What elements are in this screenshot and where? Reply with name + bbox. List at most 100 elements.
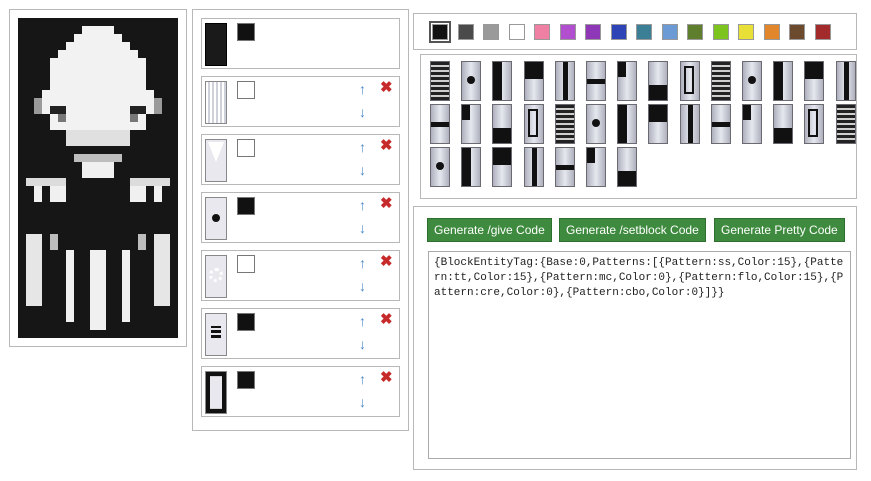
arrow-down-icon[interactable]: ↓ — [359, 220, 366, 236]
pattern-mark — [711, 62, 730, 100]
pattern-tile[interactable] — [835, 104, 856, 144]
pattern-mark — [836, 105, 855, 143]
pattern-tile[interactable] — [742, 61, 762, 101]
color-swatch[interactable] — [429, 21, 451, 43]
pattern-tile[interactable] — [554, 147, 575, 187]
pattern-tile[interactable] — [804, 104, 825, 144]
pattern-tile[interactable] — [554, 104, 575, 144]
pattern-tile[interactable] — [742, 104, 762, 144]
generate-setblock-button[interactable]: Generate /setblock Code — [559, 218, 706, 242]
remove-icon[interactable]: ✖ — [380, 79, 393, 96]
pattern-tile[interactable] — [523, 104, 544, 144]
arrow-down-icon[interactable]: ↓ — [359, 394, 366, 410]
color-swatch[interactable] — [483, 24, 499, 40]
color-swatch[interactable] — [712, 24, 729, 40]
color-swatch[interactable] — [661, 24, 678, 40]
pattern-tile[interactable] — [523, 147, 544, 187]
pattern-tile[interactable] — [617, 147, 638, 187]
pattern-tile[interactable] — [554, 61, 575, 101]
arrow-down-icon[interactable]: ↓ — [359, 104, 366, 120]
pattern-tile[interactable] — [773, 61, 794, 101]
layer-color-swatch[interactable] — [237, 139, 255, 157]
arrow-down-icon[interactable]: ↓ — [359, 336, 366, 352]
pattern-tile[interactable] — [492, 61, 513, 101]
remove-icon[interactable]: ✖ — [380, 311, 393, 328]
pattern-tile[interactable] — [648, 61, 669, 101]
layer-row[interactable]: ↑ ↓ ✖ — [201, 192, 400, 243]
pattern-tile[interactable] — [430, 61, 450, 101]
layer-color-swatch[interactable] — [237, 23, 255, 41]
pattern-tile[interactable] — [710, 104, 731, 144]
pattern-tile[interactable] — [617, 104, 638, 144]
generate-pretty-button[interactable]: Generate Pretty Code — [714, 218, 845, 242]
pattern-mark — [555, 105, 574, 143]
pattern-tile[interactable] — [430, 147, 450, 187]
pattern-tile[interactable] — [586, 147, 606, 187]
arrow-up-icon[interactable]: ↑ — [359, 313, 366, 329]
color-swatch[interactable] — [789, 24, 805, 40]
pattern-tile[interactable] — [679, 104, 700, 144]
pattern-tile[interactable] — [648, 104, 669, 144]
color-swatch[interactable] — [636, 24, 652, 40]
color-swatch[interactable] — [738, 24, 754, 40]
arrow-up-icon[interactable]: ↑ — [359, 197, 366, 213]
code-output-textarea[interactable]: {BlockEntityTag:{Base:0,Patterns:[{Patte… — [428, 251, 851, 459]
remove-icon[interactable]: ✖ — [380, 195, 393, 212]
arrow-up-icon[interactable]: ↑ — [359, 81, 366, 97]
layer-color-swatch[interactable] — [237, 371, 255, 389]
layer-color-swatch[interactable] — [237, 255, 255, 273]
color-swatch[interactable] — [610, 24, 627, 40]
pattern-mark — [711, 122, 730, 127]
pattern-mark — [743, 105, 752, 121]
color-swatch[interactable] — [814, 24, 831, 40]
layer-thumbnail — [205, 255, 227, 298]
remove-icon[interactable]: ✖ — [380, 253, 393, 270]
pattern-tile[interactable] — [773, 104, 794, 144]
pattern-mark — [618, 62, 627, 78]
layer-color-swatch[interactable] — [237, 313, 255, 331]
layer-row[interactable]: ↑ ↓ ✖ — [201, 308, 400, 359]
remove-icon[interactable]: ✖ — [380, 369, 393, 386]
layer-row[interactable]: ↑ ↓ ✖ — [201, 76, 400, 127]
pattern-tile[interactable] — [586, 104, 606, 144]
pattern-tile[interactable] — [835, 61, 856, 101]
color-swatch[interactable] — [508, 24, 525, 40]
layer-color-swatch[interactable] — [237, 81, 255, 99]
pattern-tile[interactable] — [617, 61, 638, 101]
pattern-tile[interactable] — [523, 61, 544, 101]
pattern-mark — [467, 76, 476, 84]
pattern-tile[interactable] — [492, 147, 513, 187]
pattern-tile[interactable] — [586, 61, 606, 101]
color-swatch[interactable] — [559, 24, 576, 40]
pattern-mark — [493, 148, 512, 166]
color-swatch[interactable] — [534, 24, 550, 40]
arrow-up-icon[interactable]: ↑ — [359, 139, 366, 155]
layer-row[interactable]: ↑ ↓ ✖ — [201, 250, 400, 301]
pattern-mark — [527, 109, 538, 137]
remove-icon[interactable]: ✖ — [380, 137, 393, 154]
pattern-tile[interactable] — [804, 61, 825, 101]
pattern-tile[interactable] — [679, 61, 700, 101]
pattern-tile[interactable] — [461, 147, 482, 187]
generate-give-button[interactable]: Generate /give Code — [427, 218, 552, 242]
layer-thumbnail — [205, 139, 227, 182]
arrow-down-icon[interactable]: ↓ — [359, 162, 366, 178]
pattern-tile[interactable] — [461, 61, 482, 101]
arrow-up-icon[interactable]: ↑ — [359, 255, 366, 271]
layer-row[interactable]: ↑ ↓ ✖ — [201, 366, 400, 417]
color-swatch[interactable] — [763, 24, 780, 40]
color-swatch[interactable] — [585, 24, 601, 40]
arrow-up-icon[interactable]: ↑ — [359, 371, 366, 387]
pattern-tile[interactable] — [430, 104, 450, 144]
layer-color-swatch[interactable] — [237, 197, 255, 215]
color-swatch[interactable] — [457, 24, 474, 40]
pattern-mark — [587, 148, 596, 164]
pattern-tile[interactable] — [710, 61, 731, 101]
pattern-mark — [462, 105, 471, 121]
pattern-tile[interactable] — [461, 104, 482, 144]
pattern-tile[interactable] — [492, 104, 513, 144]
arrow-down-icon[interactable]: ↓ — [359, 278, 366, 294]
layer-row[interactable]: ↑ ↓ ✖ — [201, 134, 400, 185]
color-swatch[interactable] — [687, 24, 703, 40]
layer-row-base[interactable] — [201, 18, 400, 69]
